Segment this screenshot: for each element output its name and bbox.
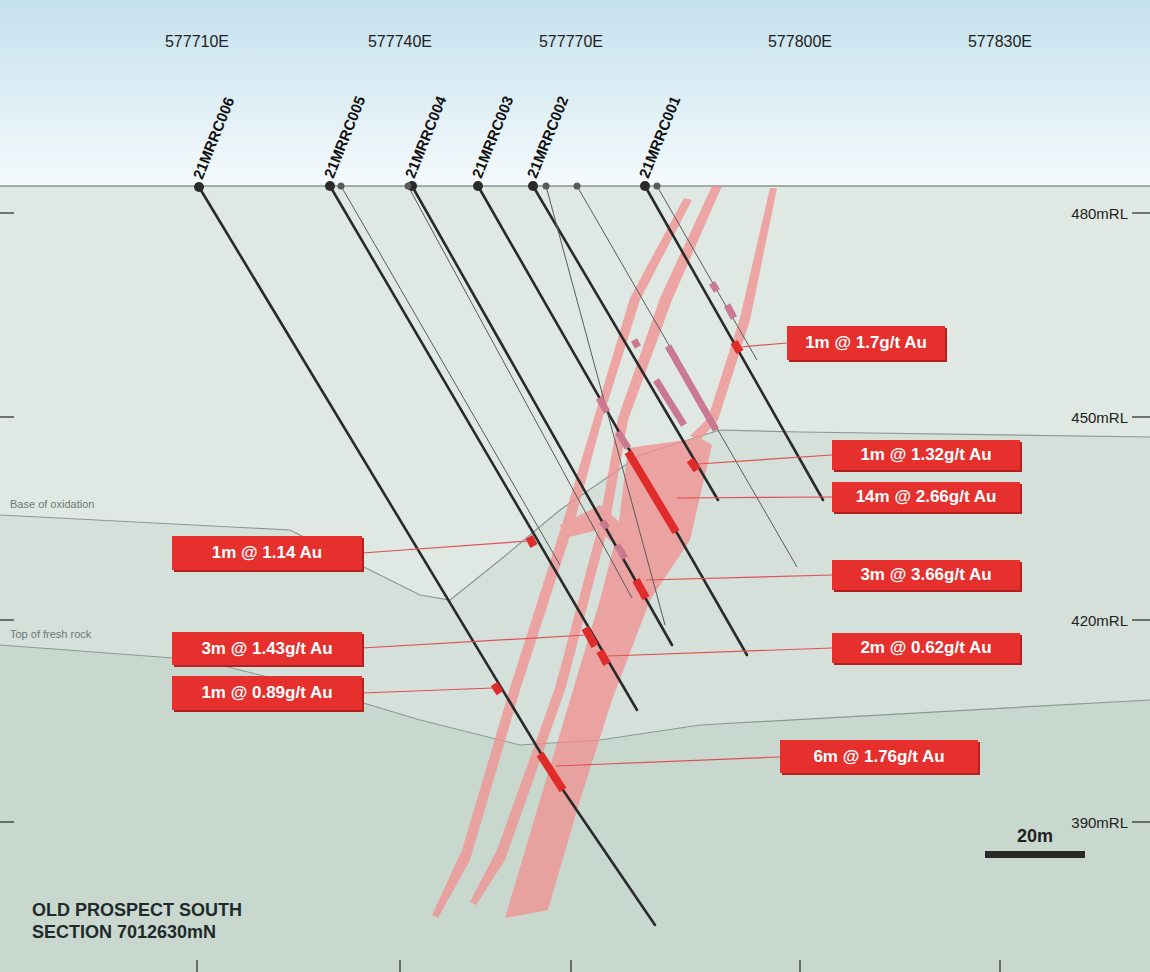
intercept-callout: 14m @ 2.66g/t Au bbox=[832, 482, 1020, 512]
intercept-text: 1m @ 1.14 Au bbox=[212, 543, 322, 563]
intercept-callout: 3m @ 1.43g/t Au bbox=[172, 632, 362, 665]
intercept-text: 6m @ 1.76g/t Au bbox=[813, 747, 944, 767]
rl-label: 390mRL bbox=[1071, 814, 1128, 831]
intercept-callout: 1m @ 1.32g/t Au bbox=[832, 440, 1020, 470]
intercept-callout: 1m @ 1.7g/t Au bbox=[787, 326, 945, 360]
easting-label: 577830E bbox=[968, 33, 1032, 51]
intercept-text: 1m @ 0.89g/t Au bbox=[201, 683, 332, 703]
rl-label: 480mRL bbox=[1071, 205, 1128, 222]
intercept-text: 3m @ 1.43g/t Au bbox=[201, 639, 332, 659]
rl-label: 420mRL bbox=[1071, 612, 1128, 629]
easting-label: 577740E bbox=[368, 33, 432, 51]
easting-label: 577710E bbox=[165, 33, 229, 51]
rl-label: 450mRL bbox=[1071, 409, 1128, 426]
intercept-text: 1m @ 1.7g/t Au bbox=[805, 333, 927, 353]
intercept-text: 3m @ 3.66g/t Au bbox=[860, 565, 991, 585]
intercept-callout: 1m @ 0.89g/t Au bbox=[172, 676, 362, 710]
section-title: OLD PROSPECT SOUTH SECTION 7012630mN bbox=[32, 900, 262, 943]
easting-label: 577770E bbox=[539, 33, 603, 51]
intercept-callout: 1m @ 1.14 Au bbox=[172, 536, 362, 570]
easting-label: 577800E bbox=[768, 33, 832, 51]
intercept-text: 1m @ 1.32g/t Au bbox=[860, 445, 991, 465]
zone-label: Top of fresh rock bbox=[10, 628, 91, 640]
intercept-callout: 2m @ 0.62g/t Au bbox=[832, 633, 1020, 663]
scale-label: 20m bbox=[1017, 826, 1053, 847]
intercept-callout: 6m @ 1.76g/t Au bbox=[780, 740, 978, 773]
intercept-text: 14m @ 2.66g/t Au bbox=[856, 487, 997, 507]
intercept-text: 2m @ 0.62g/t Au bbox=[860, 638, 991, 658]
zone-label: Base of oxidation bbox=[10, 498, 94, 510]
intercept-callout: 3m @ 3.66g/t Au bbox=[832, 560, 1020, 590]
